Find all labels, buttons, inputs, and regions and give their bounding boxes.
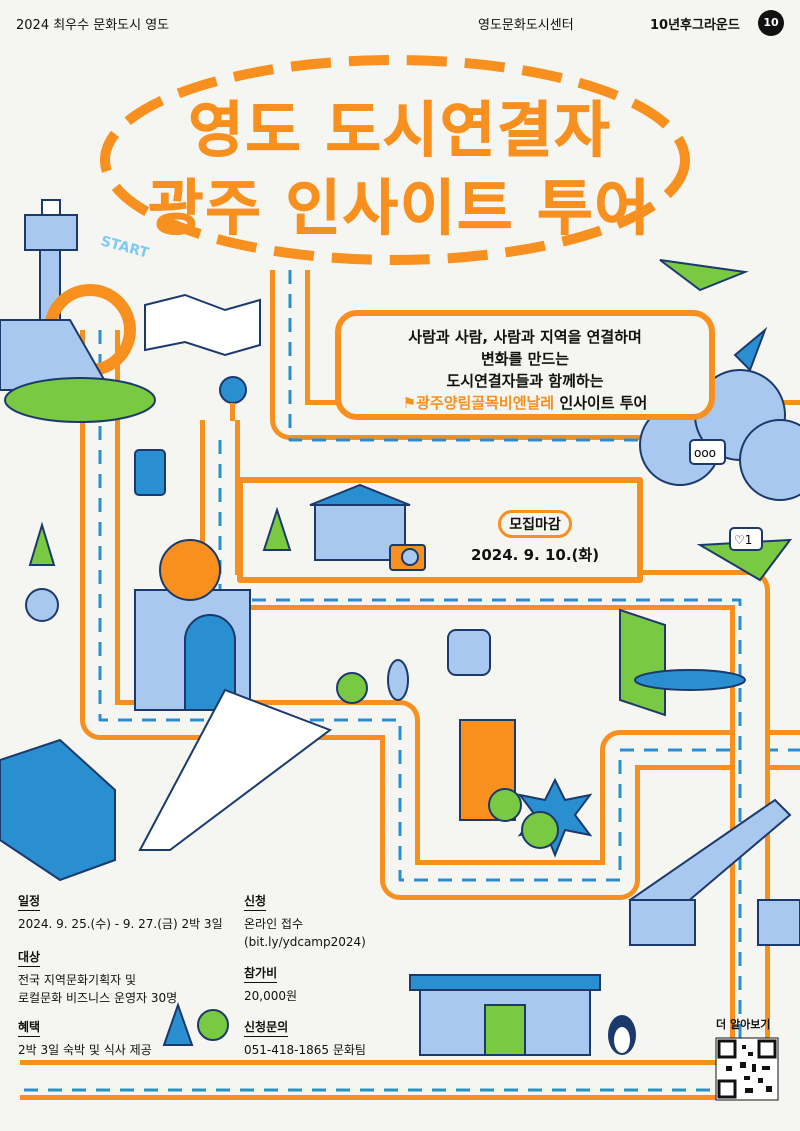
- tree-icon: [197, 1009, 229, 1041]
- message-line2: 변화를 만드는: [480, 350, 570, 368]
- info-fee: 참가비 20,000원: [244, 962, 297, 1005]
- info-label: 혜택: [18, 1018, 41, 1037]
- more-info-label: 더 알아보기: [716, 1018, 771, 1031]
- header-right-label: 10년후그라운드: [650, 18, 740, 33]
- map-icon: [144, 293, 261, 357]
- starburst-icon: [517, 777, 593, 858]
- info-value-line: 온라인 접수: [244, 917, 304, 931]
- tree-icon: [25, 588, 59, 622]
- museum-icon: [409, 974, 601, 1056]
- tree-icon: [28, 521, 56, 566]
- paper-plane-icon: [733, 326, 768, 372]
- title-dashed-ellipse: [100, 55, 690, 265]
- info-value-line: 로컬문화 비즈니스 운영자 30명: [18, 991, 178, 1005]
- deadline-badge: 모집마감: [498, 510, 572, 538]
- message-line3: 도시연결자들과 함께하는: [446, 372, 604, 390]
- message-line4-rest: 인사이트 투어: [554, 394, 648, 412]
- tree-icon: [219, 376, 247, 404]
- door-icon: [459, 719, 516, 821]
- info-value: 2024. 9. 25.(수) - 9. 27.(금) 2박 3일: [18, 917, 223, 931]
- tree-icon: [162, 1001, 194, 1046]
- info-apply: 신청 온라인 접수 (bit.ly/ydcamp2024): [244, 890, 366, 951]
- title-line2: 광주 인사이트 투어: [148, 174, 652, 245]
- deadline: 모집마감 2024. 9. 10.(화): [470, 510, 600, 565]
- info-schedule: 일정 2024. 9. 25.(수) - 9. 27.(금) 2박 3일: [18, 890, 223, 933]
- info-label: 신청문의: [244, 1018, 289, 1037]
- message-highlight: 광주양림골목비엔날레: [416, 394, 555, 412]
- tree-icon: [387, 659, 409, 701]
- conveyor-icon: [138, 688, 333, 851]
- message-line1: 사람과 사람, 사람과 지역을 연결하며: [408, 328, 642, 346]
- cloud-icon: [639, 369, 800, 501]
- info-label: 일정: [18, 892, 41, 911]
- chat-bubble-icon: [689, 439, 726, 465]
- deadline-date: 2024. 9. 10.(화): [470, 546, 600, 564]
- message-box: 사람과 사람, 사람과 지역을 연결하며 변화를 만드는 도시연결자들과 함께하…: [335, 310, 715, 420]
- control-tower-icon: [24, 199, 78, 331]
- message-line4: ⚑광주양림골목비엔날레 인사이트 투어: [341, 392, 709, 414]
- luggage-icon: [134, 449, 166, 496]
- qr-code-icon: [715, 1037, 779, 1101]
- tree-icon: [336, 672, 368, 704]
- flag-icon: ⚑: [402, 394, 417, 412]
- header-center-label: 영도문화도시센터: [478, 18, 574, 33]
- info-benefit: 혜택 2박 3일 숙박 및 식사 제공: [18, 1016, 152, 1059]
- info-contact: 신청문의 051-418-1865 문화팀: [244, 1016, 366, 1059]
- info-label: 신청: [244, 892, 267, 911]
- chat-bubble-text: ooo: [694, 446, 716, 460]
- info-value-line: 전국 지역문화기획자 및: [18, 973, 137, 987]
- like-bubble-icon: [729, 527, 763, 551]
- info-label: 참가비: [244, 964, 278, 983]
- header-left-label: 2024 최우수 문화도시 영도: [16, 18, 170, 33]
- apply-link[interactable]: (bit.ly/ydcamp2024): [244, 935, 366, 949]
- warehouse-icon: [0, 738, 116, 882]
- info-value: 051-418-1865 문화팀: [244, 1043, 366, 1057]
- bush-icon: [4, 377, 156, 423]
- like-count: ♡1: [734, 533, 752, 547]
- info-value: 20,000원: [244, 989, 298, 1003]
- paper-plane-icon: [659, 259, 749, 292]
- info-value: 2박 3일 숙박 및 식사 제공: [18, 1043, 152, 1057]
- info-label: 대상: [18, 948, 41, 967]
- portal-icon: [619, 608, 666, 717]
- ten-years-logo: 10: [758, 10, 784, 36]
- factory-icon: [134, 539, 251, 711]
- backpack-icon: [447, 629, 491, 676]
- tree-icon: [262, 506, 292, 551]
- info-value: 온라인 접수 (bit.ly/ydcamp2024): [244, 915, 366, 951]
- title-line1: 영도 도시연결자: [188, 96, 612, 167]
